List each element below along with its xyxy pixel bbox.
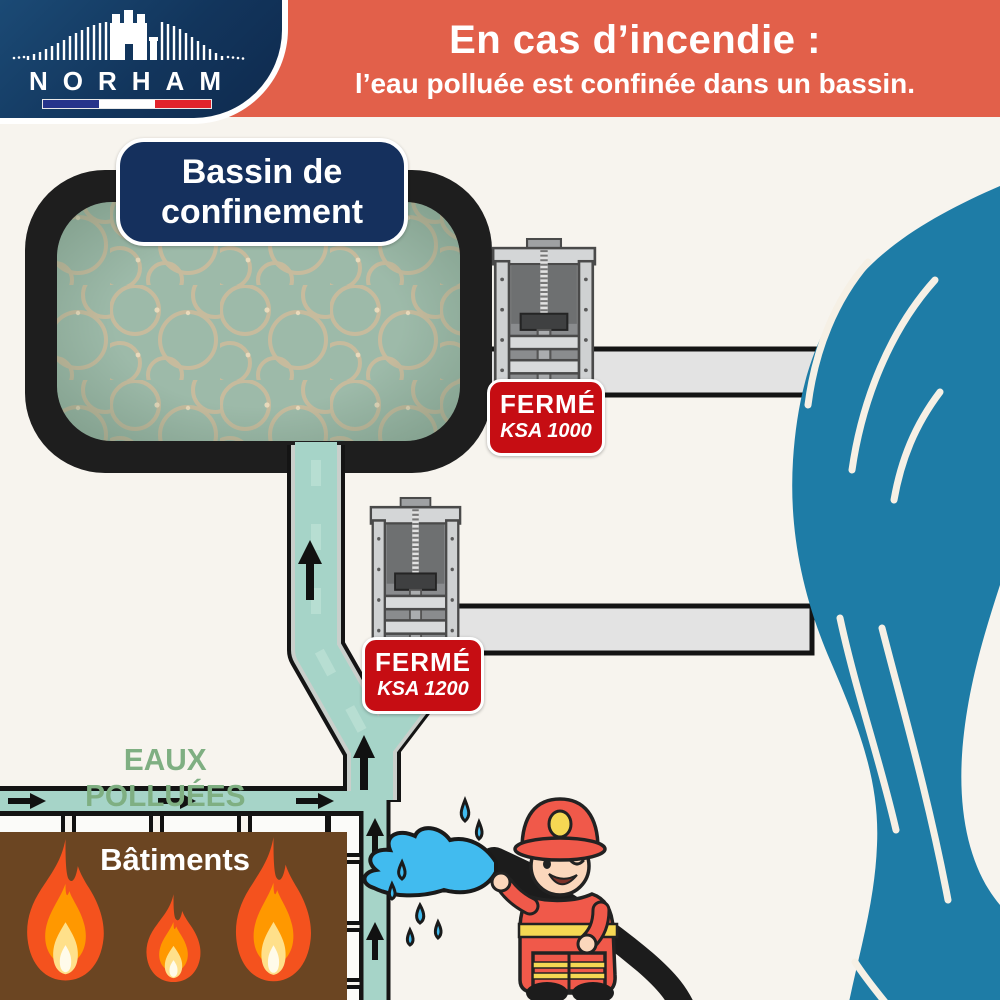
- flow-arrow-up: [298, 540, 322, 600]
- castle-bridge-icon: [12, 10, 245, 60]
- flow-arrow-right: [296, 793, 334, 809]
- french-flag-icon: [42, 99, 212, 109]
- norham-logo: NORHAM: [0, 0, 282, 118]
- firefighter-icon: [362, 795, 693, 1000]
- valve-badge-ksa1200: FERMÉ KSA 1200: [362, 637, 484, 714]
- header-title: En cas d’incendie :: [449, 17, 821, 62]
- valve-badge-ksa1000: FERMÉ KSA 1000: [487, 379, 605, 456]
- penstock-valve-icon: [493, 239, 595, 397]
- penstock-valve-icon: [371, 498, 460, 657]
- water-spray: [362, 795, 498, 947]
- header-subtitle: l’eau polluée est confinée dans un bassi…: [354, 67, 916, 99]
- flow-arrow-right: [8, 793, 46, 809]
- pipe-ksa1200-to-river: [427, 603, 815, 656]
- logo-brand: NORHAM: [29, 66, 236, 96]
- valve-status: FERMÉ: [500, 389, 596, 419]
- polluted-water-label: EAUX POLLUÉES: [85, 742, 246, 813]
- flow-arrow-right: [158, 793, 196, 809]
- river-wave-strokes: [804, 258, 952, 1000]
- flow-arrow-up: [353, 735, 375, 790]
- flow-arrow-up: [366, 922, 384, 960]
- valve-model: KSA 1000: [500, 419, 592, 442]
- basin-label: Bassin de confinement: [116, 138, 408, 247]
- valve-model: KSA 1200: [377, 677, 469, 700]
- buildings-label: Bâtiments: [100, 842, 250, 877]
- river: [792, 186, 1000, 1000]
- valve-status: FERMÉ: [375, 647, 471, 677]
